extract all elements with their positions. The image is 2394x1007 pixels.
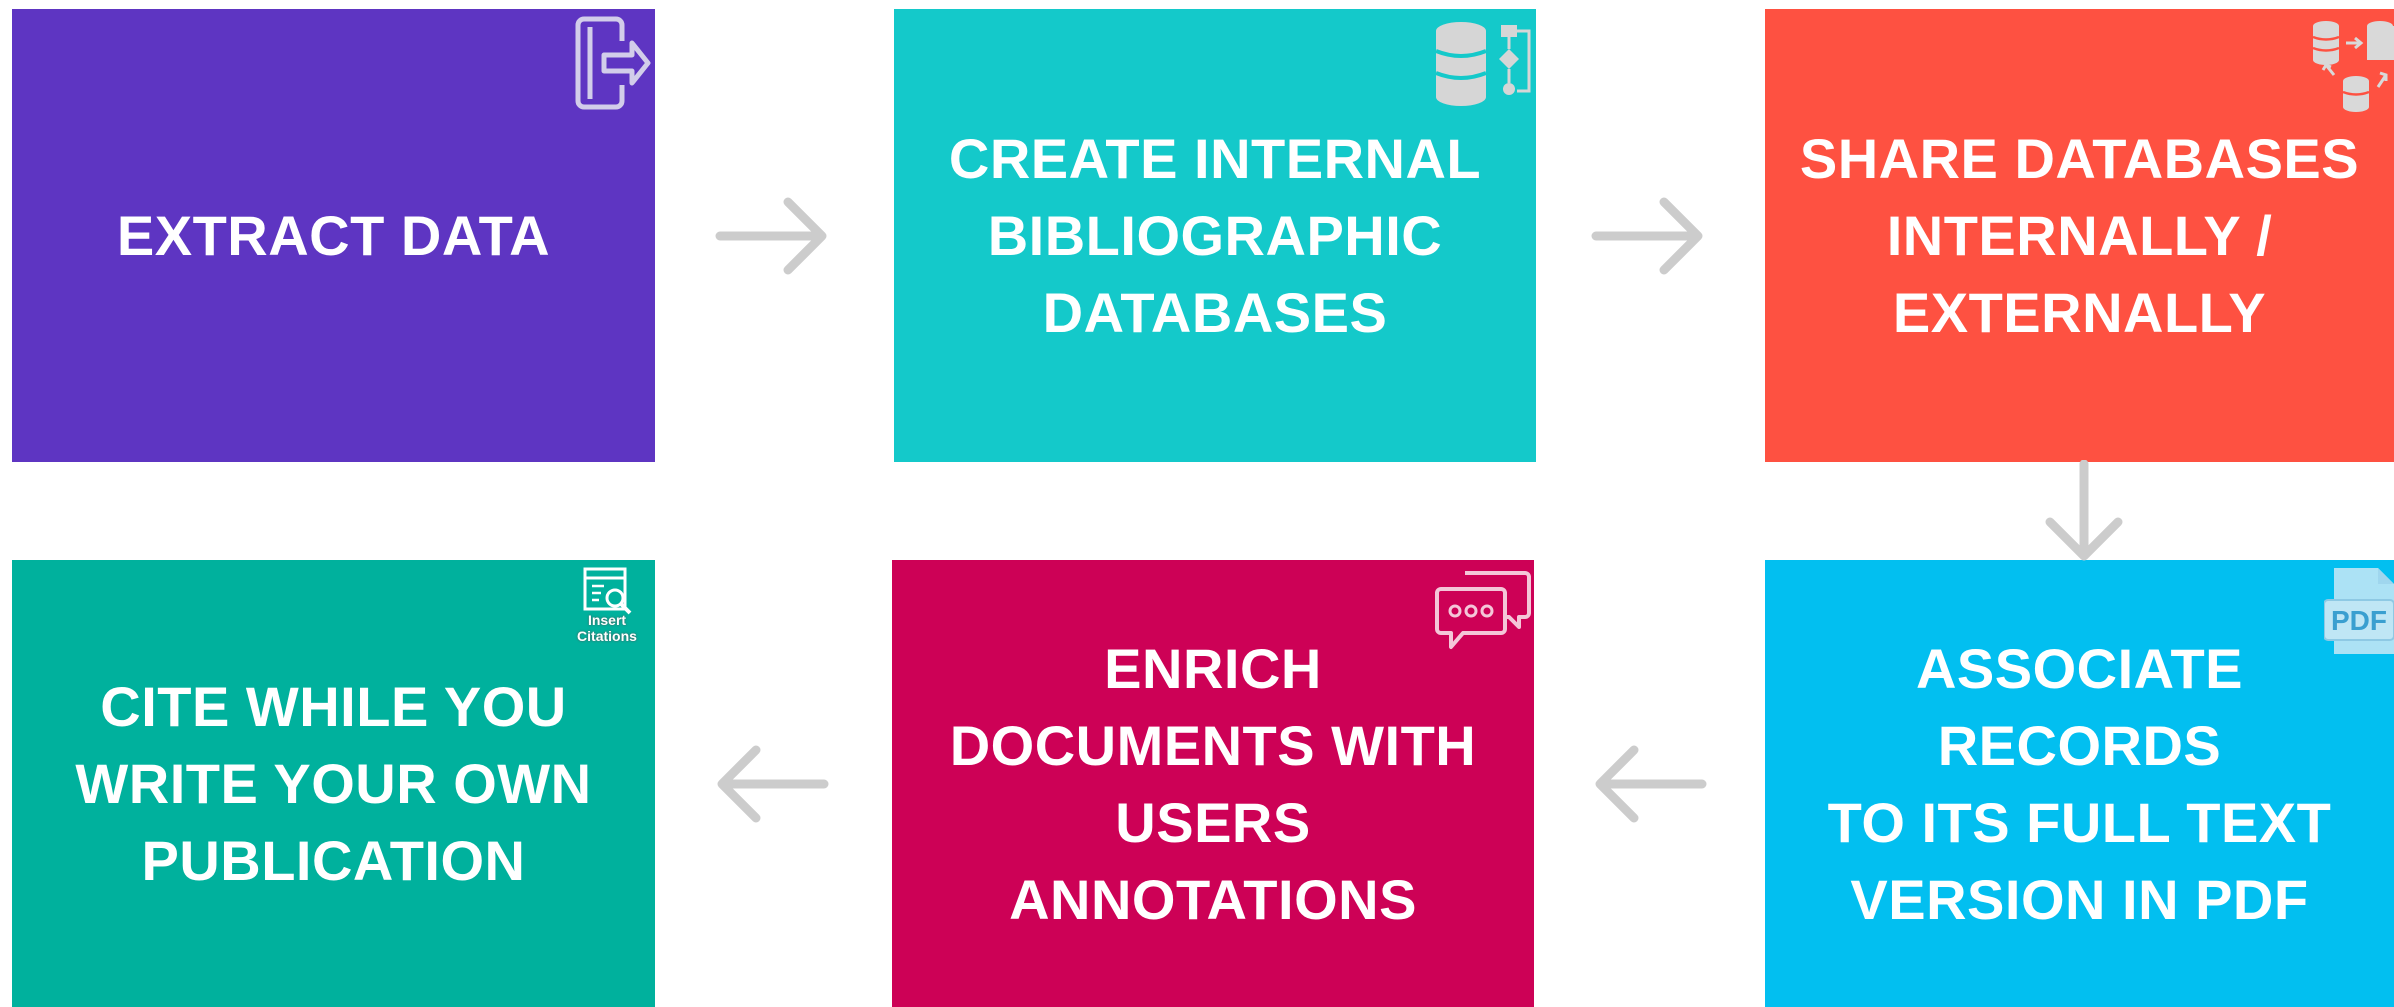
step-label: ENRICH DOCUMENTS WITH USERS ANNOTATIONS bbox=[949, 636, 1477, 931]
svg-text:PDF: PDF bbox=[2331, 605, 2387, 636]
chat-bubbles-icon bbox=[1435, 571, 1531, 649]
step-create-databases: CREATE INTERNAL BIBLIOGRAPHIC DATABASES bbox=[894, 9, 1536, 462]
database-sync-icon bbox=[2312, 21, 2394, 112]
arrow-left-icon bbox=[1595, 745, 1707, 823]
step-label: CREATE INTERNAL BIBLIOGRAPHIC DATABASES bbox=[948, 127, 1482, 344]
step-label: CITE WHILE YOU WRITE YOUR OWN PUBLICATIO… bbox=[75, 675, 592, 892]
step-extract-data: EXTRACT DATA bbox=[12, 9, 655, 462]
step-share-databases: SHARE DATABASES INTERNALLY / EXTERNALLY bbox=[1765, 9, 2394, 462]
step-label: ASSOCIATE RECORDS TO ITS FULL TEXT VERSI… bbox=[1827, 636, 2332, 931]
step-enrich-documents: ENRICH DOCUMENTS WITH USERS ANNOTATIONS bbox=[892, 560, 1534, 1007]
step-associate-pdf: ASSOCIATE RECORDS TO ITS FULL TEXT VERSI… bbox=[1765, 560, 2394, 1007]
arrow-down-icon bbox=[2045, 460, 2123, 561]
insert-citations-caption: Insert Citations bbox=[577, 612, 637, 644]
arrow-right-icon bbox=[715, 197, 827, 275]
export-icon bbox=[575, 16, 651, 110]
arrow-left-icon bbox=[717, 745, 829, 823]
step-cite-while-writing: CITE WHILE YOU WRITE YOUR OWN PUBLICATIO… bbox=[12, 560, 655, 1007]
step-label: SHARE DATABASES INTERNALLY / EXTERNALLY bbox=[1799, 127, 2360, 344]
arrow-right-icon bbox=[1591, 197, 1703, 275]
pdf-file-icon: PDF bbox=[2324, 568, 2394, 654]
step-label: EXTRACT DATA bbox=[116, 204, 551, 267]
insert-citations-icon bbox=[583, 567, 632, 615]
database-flowchart-icon bbox=[1435, 22, 1531, 106]
